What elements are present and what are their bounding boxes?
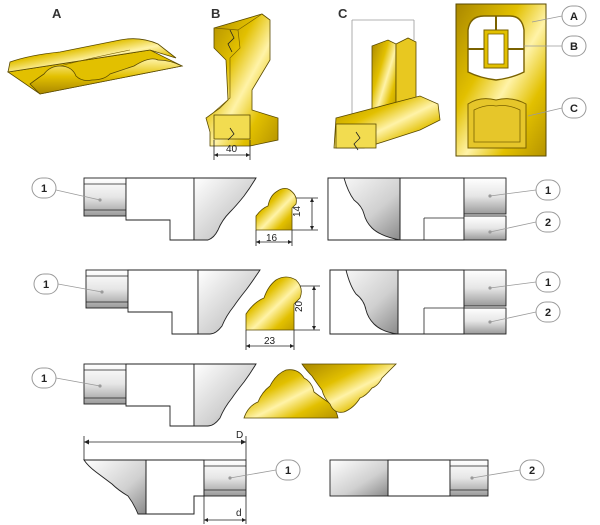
svg-text:1: 1 [545, 185, 551, 197]
row2-left-bit [85, 269, 261, 335]
row1-right-callout-1: 1 [488, 179, 561, 201]
moulding-a-illustration [6, 38, 184, 95]
row1-left-bit [83, 177, 257, 241]
door-callout-a: A [561, 5, 587, 27]
label-a: A [52, 6, 62, 21]
row1-left-callout: 1 [31, 177, 102, 202]
row3-left-bit [83, 363, 257, 427]
svg-text:2: 2 [529, 465, 535, 477]
row3-crown-profile-inverted [301, 363, 397, 413]
door-callout-c: C [561, 97, 587, 119]
svg-text:1: 1 [41, 373, 47, 385]
svg-text:1: 1 [285, 465, 291, 477]
row2-profile-large [245, 276, 320, 350]
row3-left-callout: 1 [31, 367, 102, 389]
row4-dim-D-label: D [236, 430, 243, 441]
label-b: B [211, 6, 220, 21]
row4-dim-d-label: d [236, 508, 242, 519]
svg-text:2: 2 [545, 217, 551, 229]
row4-dim-D [83, 436, 247, 460]
svg-text:1: 1 [41, 183, 47, 195]
svg-text:A: A [570, 11, 578, 23]
door-callout-b: B [561, 35, 587, 57]
moulding-c-illustration [333, 19, 441, 151]
dim-40: 40 [226, 144, 238, 155]
row2-profile-height: 20 [294, 300, 305, 312]
svg-text:1: 1 [43, 279, 49, 291]
svg-text:2: 2 [545, 307, 551, 319]
row2-right-bit [329, 269, 507, 335]
row2-right-callout-2: 2 [488, 301, 561, 324]
row4-left-bit [83, 459, 247, 515]
row2-profile-width: 23 [264, 336, 276, 347]
row1-right-bit [327, 177, 507, 241]
row1-right-callout-2: 2 [488, 211, 561, 234]
row4-dim-d [203, 496, 247, 524]
svg-text:C: C [570, 103, 578, 115]
svg-text:B: B [570, 41, 578, 53]
row4-right-bit [329, 459, 489, 497]
row1-profile-width: 16 [266, 233, 278, 244]
row2-left-callout: 1 [33, 273, 104, 295]
cabinet-door-illustration [455, 3, 563, 157]
label-c: C [338, 6, 348, 21]
moulding-b-illustration [205, 13, 279, 160]
row4-callout-2: 2 [470, 459, 545, 481]
row2-right-callout-1: 1 [488, 271, 561, 293]
row4-callout-1: 1 [228, 459, 301, 481]
row1-profile-small [255, 188, 318, 246]
svg-text:1: 1 [545, 277, 551, 289]
row1-profile-height: 14 [292, 205, 303, 217]
